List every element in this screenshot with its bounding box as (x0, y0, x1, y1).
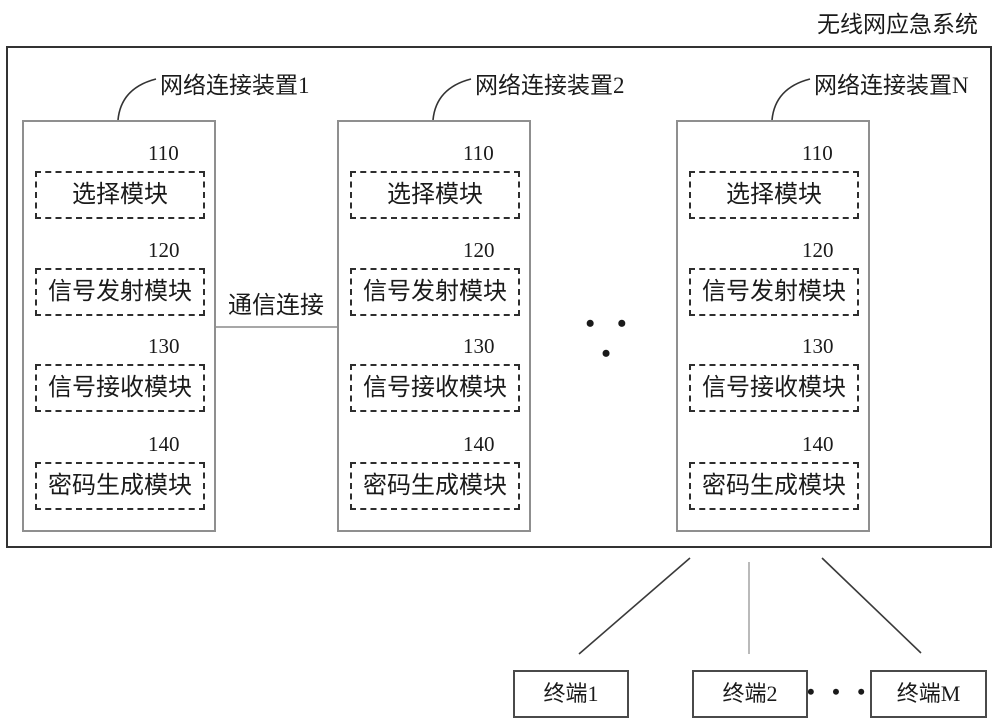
module-label: 信号发射模块 (363, 279, 507, 305)
communication-link-label: 通信连接 (228, 293, 324, 319)
device-1-box: 110 选择模块 120 信号发射模块 130 信号接收模块 140 密码生成模… (22, 120, 216, 532)
module-label: 信号接收模块 (363, 375, 507, 401)
module-label: 选择模块 (726, 182, 822, 208)
terminal-m-label: 终端M (896, 681, 961, 706)
module-ref-120: 120 (148, 238, 180, 262)
module-label: 选择模块 (387, 182, 483, 208)
module-box-selection: 选择模块 (350, 171, 520, 219)
terminal-m-box: 终端M (870, 670, 987, 718)
device-n-label: 网络连接装置N (814, 73, 969, 98)
system-boundary-box (6, 46, 992, 548)
module-ref-140: 140 (463, 432, 495, 456)
module-ref-120: 120 (802, 238, 834, 262)
module-label: 信号发射模块 (48, 279, 192, 305)
device-1-label: 网络连接装置1 (160, 73, 310, 98)
module-label: 密码生成模块 (48, 473, 192, 499)
devices-ellipsis: • • • (585, 309, 635, 368)
terminal-1-box: 终端1 (513, 670, 629, 718)
module-ref-140: 140 (148, 432, 180, 456)
module-box-signal-receive: 信号接收模块 (35, 364, 205, 412)
terminal-link-line-1 (578, 557, 691, 655)
module-ref-110: 110 (802, 141, 833, 165)
module-ref-110: 110 (148, 141, 179, 165)
module-ref-130: 130 (463, 334, 495, 358)
terminal-link-line-3 (821, 557, 922, 654)
module-box-signal-transmit: 信号发射模块 (350, 268, 520, 316)
module-ref-130: 130 (802, 334, 834, 358)
module-ref-110: 110 (463, 141, 494, 165)
module-label: 选择模块 (72, 182, 168, 208)
diagram-title: 无线网应急系统 (817, 12, 978, 37)
module-label: 信号发射模块 (702, 279, 846, 305)
device-n-box: 110 选择模块 120 信号发射模块 130 信号接收模块 140 密码生成模… (676, 120, 870, 532)
module-box-password-generate: 密码生成模块 (350, 462, 520, 510)
module-label: 密码生成模块 (702, 473, 846, 499)
module-box-password-generate: 密码生成模块 (35, 462, 205, 510)
module-box-signal-receive: 信号接收模块 (689, 364, 859, 412)
terminals-ellipsis: • • • (806, 679, 872, 704)
device-2-box: 110 选择模块 120 信号发射模块 130 信号接收模块 140 密码生成模… (337, 120, 531, 532)
module-box-selection: 选择模块 (689, 171, 859, 219)
module-ref-140: 140 (802, 432, 834, 456)
module-label: 信号接收模块 (48, 375, 192, 401)
module-box-signal-transmit: 信号发射模块 (35, 268, 205, 316)
module-label: 信号接收模块 (702, 375, 846, 401)
terminal-2-label: 终端2 (722, 681, 778, 706)
module-box-selection: 选择模块 (35, 171, 205, 219)
module-box-signal-receive: 信号接收模块 (350, 364, 520, 412)
module-box-password-generate: 密码生成模块 (689, 462, 859, 510)
device-2-label: 网络连接装置2 (475, 73, 625, 98)
terminal-2-box: 终端2 (692, 670, 808, 718)
module-label: 密码生成模块 (363, 473, 507, 499)
module-ref-130: 130 (148, 334, 180, 358)
terminal-1-label: 终端1 (543, 681, 599, 706)
module-box-signal-transmit: 信号发射模块 (689, 268, 859, 316)
module-ref-120: 120 (463, 238, 495, 262)
